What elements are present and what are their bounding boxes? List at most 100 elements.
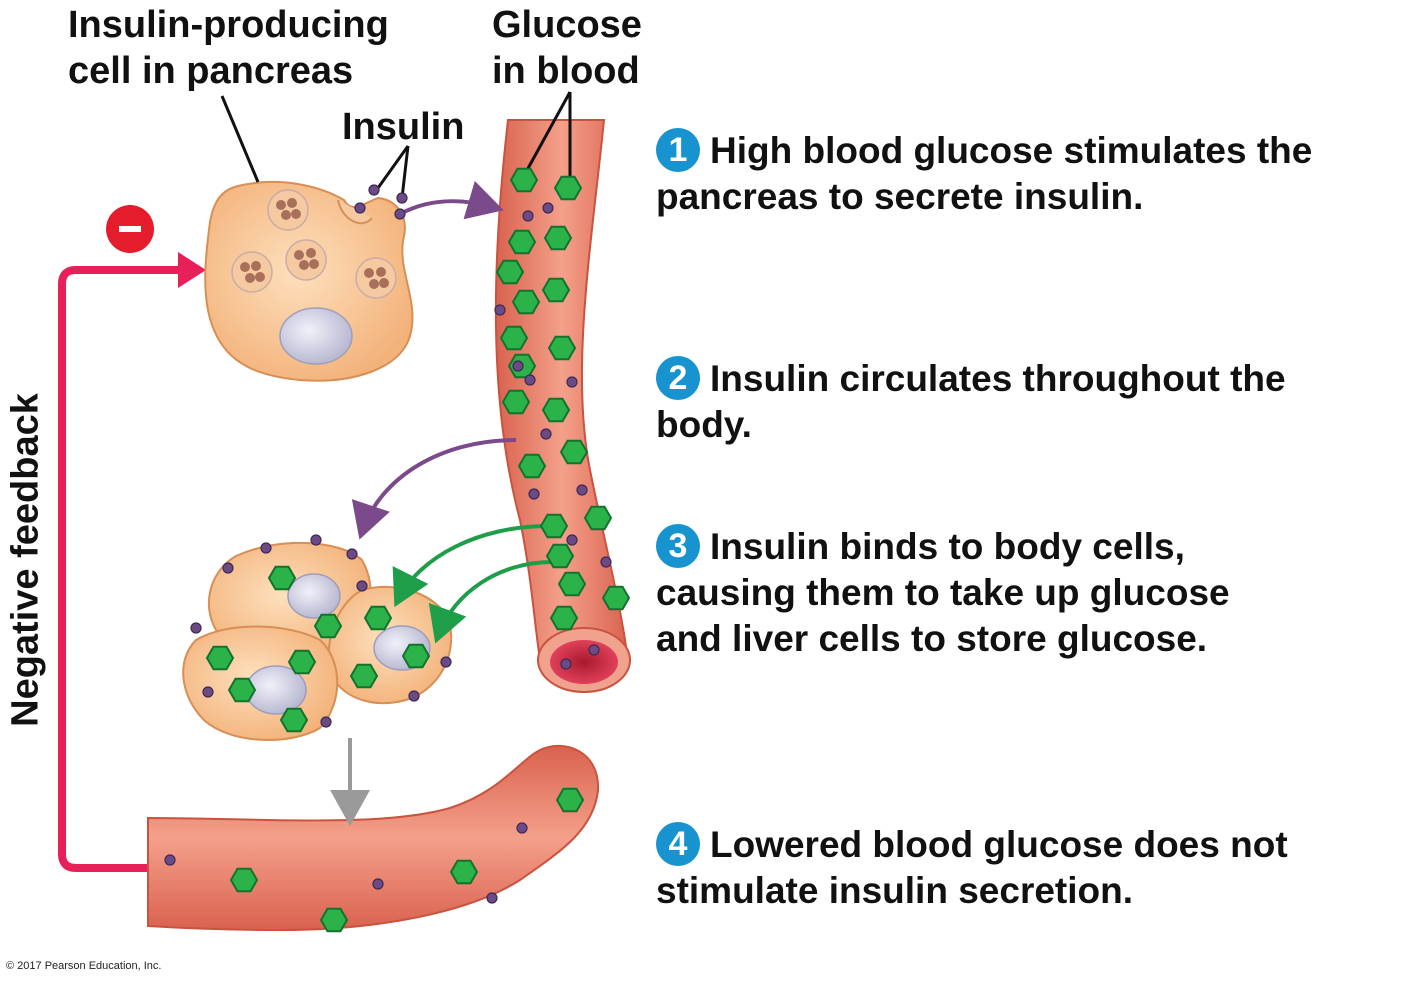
insulin-molecule	[542, 202, 554, 214]
glucose-molecule	[401, 643, 431, 669]
insulin-molecule	[576, 484, 588, 496]
step-4-badge: 4	[656, 822, 700, 866]
negative-feedback-label: Negative feedback	[4, 393, 47, 727]
insulin-molecule	[222, 562, 234, 574]
glucose-molecule	[543, 225, 573, 251]
insulin-molecule	[540, 428, 552, 440]
step-3-line3: and liver cells to store glucose.	[656, 618, 1208, 659]
glucose-label-line2: in blood	[492, 50, 640, 92]
glucose-uptake-arrow-1	[392, 524, 549, 608]
glucose-molecule	[549, 605, 579, 631]
glucose-molecule	[555, 787, 585, 813]
step-1-badge: 1	[656, 128, 700, 172]
insulin-molecule	[600, 556, 612, 568]
insulin-molecule	[516, 822, 528, 834]
insulin-label: Insulin	[342, 106, 465, 148]
insulin-molecule	[346, 548, 358, 560]
step-3-line2: causing them to take up glucose	[656, 572, 1230, 613]
body-cells	[182, 541, 453, 741]
glucose-molecule	[557, 571, 587, 597]
glucose-molecule	[229, 867, 259, 893]
glucose-molecule	[319, 907, 349, 933]
step-2-badge: 2	[656, 356, 700, 400]
insulin-molecule	[528, 488, 540, 500]
glucose-molecule	[553, 175, 583, 201]
insulin-molecule	[310, 534, 322, 546]
secretory-vesicles	[231, 189, 397, 299]
minus-symbol	[119, 226, 141, 232]
negative-feedback-arrow	[58, 252, 206, 872]
step-4-line2: stimulate insulin secretion.	[656, 870, 1134, 911]
insulin-secretion-arrow	[399, 180, 504, 220]
insulin-molecule	[354, 202, 366, 214]
glucose-molecule	[495, 259, 525, 285]
glucose-molecule	[227, 677, 257, 703]
glucose-uptake-arrow-2	[428, 560, 553, 644]
insulin-molecule	[368, 184, 380, 196]
glucose-molecule	[507, 229, 537, 255]
glucose-molecule	[511, 289, 541, 315]
glucose-molecule	[547, 335, 577, 361]
step-3-badge: 3	[656, 524, 700, 568]
glucose-molecule	[363, 605, 393, 631]
glucose-label-line1: Glucose	[492, 4, 642, 46]
glucose-molecule	[601, 585, 631, 611]
glucose-molecule	[539, 513, 569, 539]
glucose-molecule	[205, 645, 235, 671]
glucose-molecule	[287, 649, 317, 675]
insulin-molecule	[566, 376, 578, 388]
insulin-molecule	[164, 854, 176, 866]
vessel-lumen-inner	[550, 640, 618, 684]
insulin-molecule	[260, 542, 272, 554]
step-2-line1: Insulin circulates throughout the	[710, 358, 1286, 399]
insulin-molecule	[512, 360, 524, 372]
insulin-molecule	[356, 580, 368, 592]
insulin-molecule	[408, 690, 420, 702]
insulin-molecule	[320, 716, 332, 728]
copyright-notice: © 2017 Pearson Education, Inc.	[6, 960, 162, 972]
glucose-molecule	[267, 565, 297, 591]
insulin-molecule	[372, 878, 384, 890]
insulin-molecule	[588, 644, 600, 656]
glucose-molecule	[583, 505, 613, 531]
insulin-molecule	[524, 374, 536, 386]
glucose-molecule	[517, 453, 547, 479]
insulin-molecule	[494, 304, 506, 316]
step-2-line2: body.	[656, 404, 752, 445]
glucose-molecule	[541, 397, 571, 423]
glucose-molecule	[349, 663, 379, 689]
insulin-molecule	[440, 656, 452, 668]
minus-badge	[106, 205, 154, 253]
glucose-molecule	[509, 167, 539, 193]
blood-vessel-horizontal	[147, 744, 600, 932]
step-4-line1: Lowered blood glucose does not	[710, 824, 1288, 865]
insulin-molecule	[566, 534, 578, 546]
insulin-molecule	[202, 686, 214, 698]
insulin-molecule	[394, 208, 406, 220]
insulin-to-cells-arrow	[351, 438, 517, 540]
pancreas-cell-label-line2: cell in pancreas	[68, 50, 354, 92]
glucose-molecule	[449, 859, 479, 885]
step-3-line1: Insulin binds to body cells,	[710, 526, 1185, 567]
leader-lines	[220, 91, 572, 199]
insulin-molecules	[164, 184, 612, 904]
glucose-molecule	[279, 707, 309, 733]
pancreas-cell-label-line1: Insulin-producing	[68, 4, 389, 46]
insulin-molecule	[396, 192, 408, 204]
glucose-molecule	[545, 543, 575, 569]
insulin-molecule	[486, 892, 498, 904]
insulin-molecule	[560, 658, 572, 670]
glucose-molecule	[501, 389, 531, 415]
insulin-molecule	[522, 210, 534, 222]
glucose-molecule	[499, 325, 529, 351]
step-1-line1: High blood glucose stimulates the	[710, 130, 1313, 171]
glucose-molecule	[313, 613, 343, 639]
step-1-line2: pancreas to secrete insulin.	[656, 176, 1144, 217]
pancreas-cell	[204, 180, 414, 382]
glucose-molecule	[541, 277, 571, 303]
glucose-molecules	[205, 167, 631, 933]
